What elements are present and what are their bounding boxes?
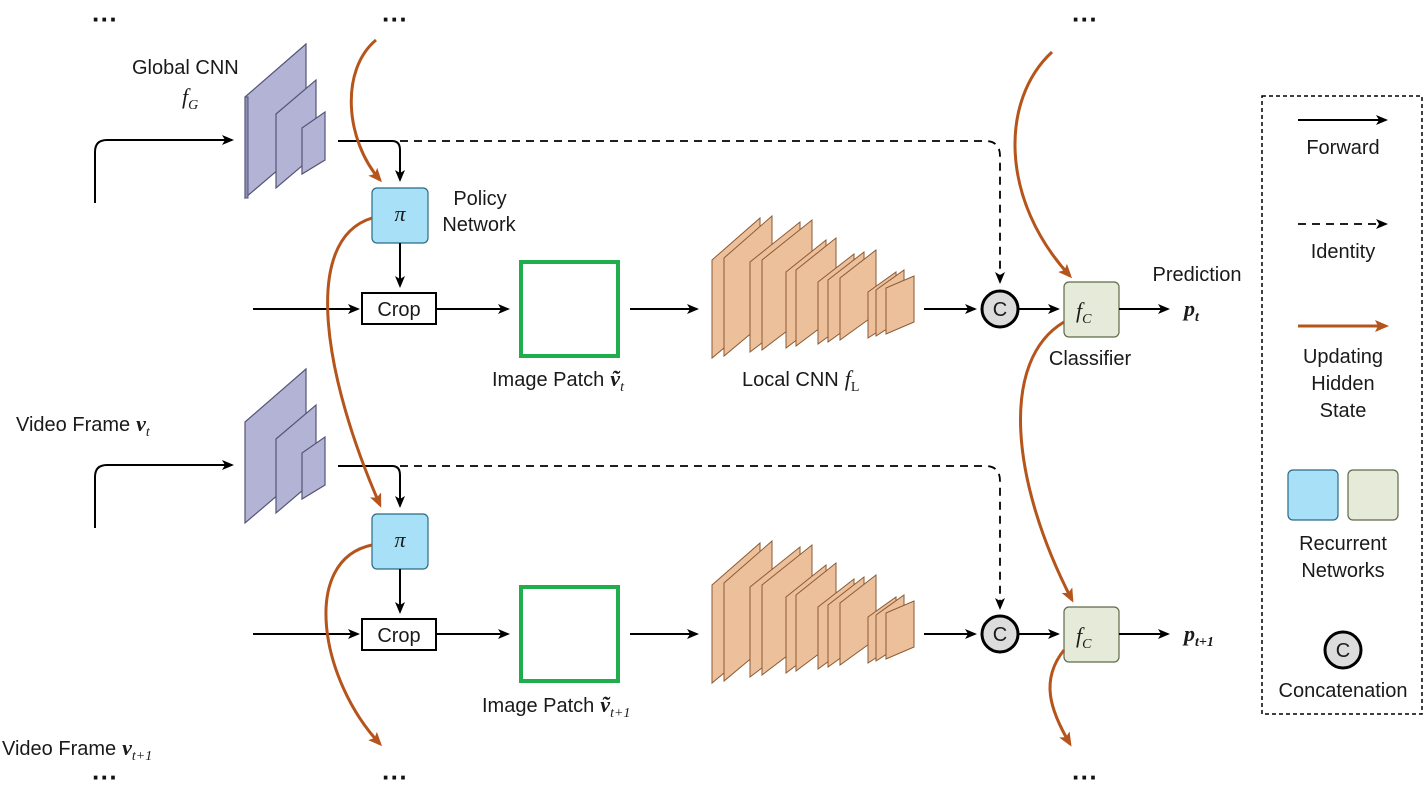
legend-update-label-2: Hidden	[1311, 373, 1374, 395]
legend-update-label-1: Updating	[1303, 346, 1383, 368]
arrow-global-policy-bottom	[338, 465, 405, 508]
classifier-symbol-bottom: fC	[1076, 623, 1092, 652]
update-arrow-into-classifier-top	[1013, 50, 1073, 279]
arrow-identity-top	[400, 140, 1005, 284]
update-arrow-classifier-to-classifier	[1019, 320, 1074, 603]
legend-classifier-swatch	[1347, 469, 1399, 521]
arrow-identity-bottom	[400, 465, 1005, 610]
ellipsis-bottom-mid: ···	[382, 762, 408, 788]
legend-forward-label: Forward	[1306, 137, 1379, 159]
crop-box-top	[361, 292, 437, 325]
local-cnn-top	[711, 214, 915, 360]
prediction-label: Prediction	[1153, 264, 1242, 286]
legend-identity-label: Identity	[1311, 241, 1375, 263]
global-cnn-symbol: fG	[182, 84, 198, 113]
legend-concat-node	[1323, 630, 1363, 670]
classifier-top	[1063, 281, 1120, 338]
policy-pi-top: π	[394, 201, 406, 226]
legend-policy-swatch	[1287, 469, 1339, 521]
prediction-p-t1: pt+1	[1182, 621, 1214, 650]
crop-label-top: Crop	[377, 299, 420, 321]
ellipsis-top-mid: ···	[382, 4, 408, 34]
global-cnn-label: Global CNN	[132, 57, 239, 79]
ellipsis-bottom-left: ···	[92, 762, 118, 788]
global-cnn-bottom	[244, 367, 326, 525]
legend-recurrent-label-2: Networks	[1301, 560, 1384, 582]
legend-concat-c: C	[1336, 640, 1350, 662]
concat-c-bottom: C	[993, 624, 1007, 646]
concat-node-bottom	[980, 614, 1020, 654]
image-patch-bottom	[519, 585, 620, 683]
classifier-bottom	[1063, 606, 1120, 663]
classifier-symbol-top: fC	[1076, 298, 1092, 327]
ellipsis-top-left: ···	[92, 4, 118, 34]
update-arrow-out-classifier-bottom	[1048, 649, 1072, 747]
legend-concatenation-label: Concatenation	[1279, 680, 1408, 702]
policy-label-2: Network	[442, 214, 516, 236]
prediction-p-t: pt	[1182, 296, 1200, 325]
update-arrow-out-policy-bottom	[324, 543, 383, 747]
update-arrow-policy-to-policy	[326, 216, 382, 508]
arrow-global-policy-top	[338, 140, 405, 182]
image-patch-top	[519, 260, 620, 358]
classifier-label: Classifier	[1049, 348, 1132, 370]
arrow-input-global-bottom	[94, 460, 234, 528]
ellipsis-bottom-right: ···	[1072, 762, 1098, 788]
legend-recurrent-label-1: Recurrent	[1299, 533, 1387, 555]
ellipsis-top-right: ···	[1072, 4, 1098, 34]
arrow-input-global-top	[94, 135, 234, 203]
concat-node-top	[980, 289, 1020, 329]
crop-label-bottom: Crop	[377, 625, 420, 647]
legend: Forward Identity Updating Hidden State R…	[1261, 95, 1423, 715]
legend-update-label-3: State	[1320, 400, 1367, 422]
concat-c-top: C	[993, 299, 1007, 321]
global-cnn-top	[244, 42, 326, 200]
update-arrow-into-policy-top	[349, 38, 382, 183]
policy-pi-bottom: π	[394, 527, 406, 552]
policy-label-1: Policy	[453, 188, 506, 210]
local-cnn-bottom	[711, 539, 915, 685]
